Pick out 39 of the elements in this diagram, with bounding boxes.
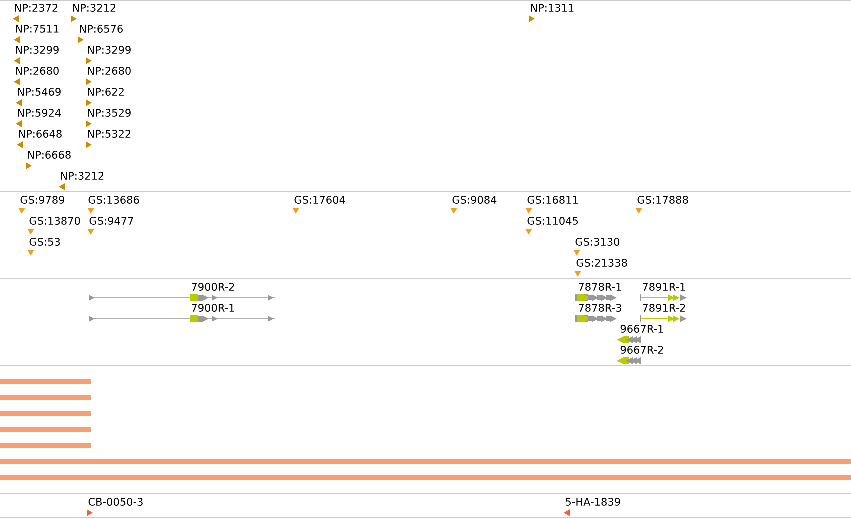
feature-label: 7900R-2	[192, 283, 234, 291]
feature-label: NP:2680	[88, 67, 131, 75]
feature-label: NP:3212	[61, 172, 104, 180]
feature-label: 9667R-2	[620, 346, 664, 354]
feature-label: 9667R-1	[620, 325, 664, 333]
feature-label: CB-0050-3	[88, 498, 143, 506]
feature-label: NP:6668	[28, 151, 71, 159]
feature-label: GS:17888	[638, 196, 688, 204]
feature-label: NP:3299	[88, 46, 131, 54]
feature-label: 5-HA-1839	[566, 498, 620, 506]
feature-label: NP:5469	[18, 88, 61, 96]
feature-label: 7891R-2	[643, 304, 686, 312]
feature-label: GS:11045	[528, 217, 578, 225]
feature-label: GS:16811	[528, 196, 578, 204]
feature-label: NP:1311	[531, 4, 574, 12]
feature-label: GS:53	[30, 238, 60, 246]
feature-label: NP:2372	[15, 4, 58, 12]
feature-label: 7891R-1	[643, 283, 686, 291]
feature-label: 7900R-1	[192, 304, 234, 312]
feature-label: GS:13686	[88, 196, 140, 204]
feature-label: NP:3299	[16, 46, 59, 54]
feature-label: NP:6648	[19, 130, 62, 138]
feature-label: NP:7511	[16, 25, 59, 33]
feature-label: NP:3212	[73, 4, 116, 12]
feature-label: NP:6576	[80, 25, 123, 33]
feature-label: NP:5924	[18, 109, 62, 117]
feature-label: GS:21338	[576, 259, 628, 267]
feature-label: GS:3130	[576, 238, 620, 246]
feature-label: GS:9789	[20, 196, 65, 204]
feature-label: NP:5322	[88, 130, 131, 138]
feature-label: NP:3529	[88, 109, 131, 117]
feature-label: GS:9084	[452, 196, 497, 204]
feature-label: 7878R-1	[579, 283, 622, 291]
feature-label: GS:17604	[294, 196, 346, 204]
feature-label: NP:2680	[16, 67, 59, 75]
feature-label: NP:622	[88, 88, 124, 96]
feature-label: 7878R-3	[579, 304, 622, 312]
feature-label: GS:13870	[30, 217, 80, 225]
feature-label: GS:9477	[90, 217, 134, 225]
